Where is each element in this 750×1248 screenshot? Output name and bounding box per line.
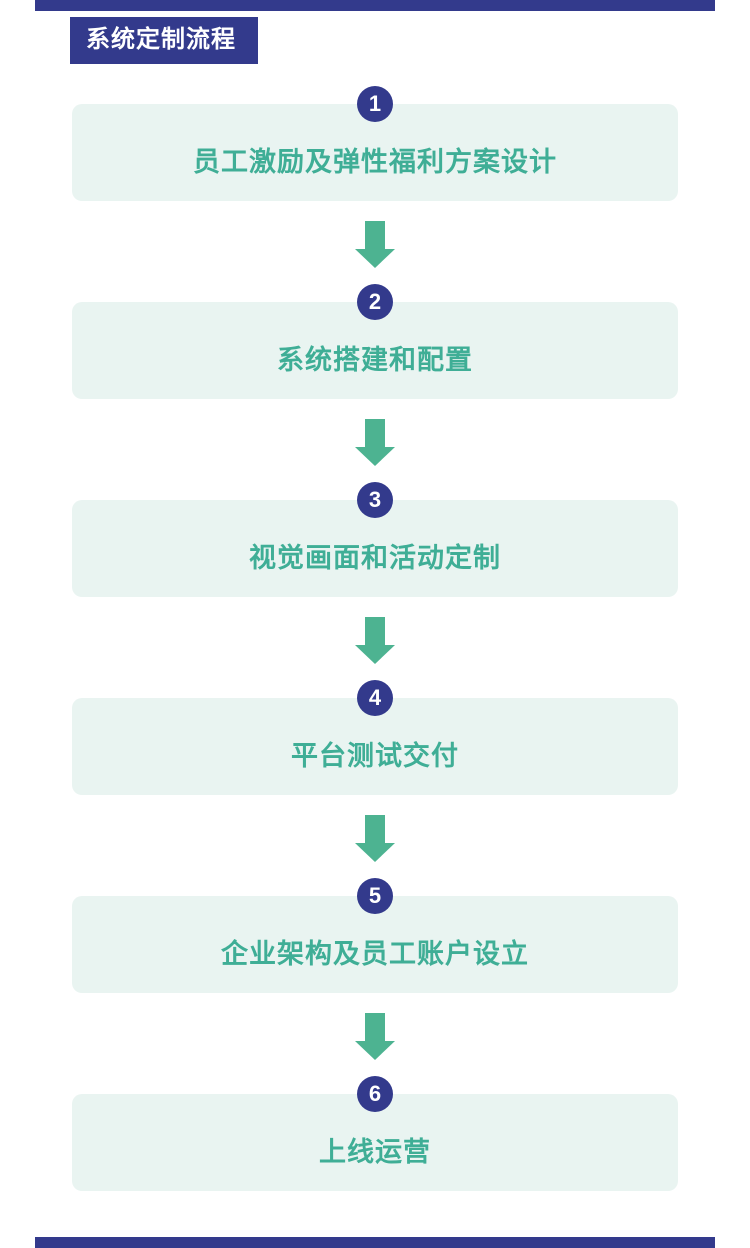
down-arrow-icon <box>355 1013 395 1060</box>
top-accent-bar <box>35 0 715 11</box>
flow-step-1: 1 员工激励及弹性福利方案设计 <box>72 86 678 201</box>
step-number-badge: 4 <box>357 680 393 716</box>
step-number-badge: 3 <box>357 482 393 518</box>
step-number-badge: 6 <box>357 1076 393 1112</box>
step-label: 平台测试交付 <box>291 741 459 771</box>
arrow-head <box>355 1041 395 1060</box>
arrow-stem <box>365 1013 385 1041</box>
arrow-stem <box>365 815 385 843</box>
down-arrow-icon <box>355 221 395 268</box>
flow-step-3: 3 视觉画面和活动定制 <box>72 482 678 597</box>
arrow-head <box>355 645 395 664</box>
step-number: 4 <box>368 685 382 710</box>
arrow-head <box>355 843 395 862</box>
step-number: 5 <box>368 883 382 908</box>
bottom-accent-bar <box>35 1237 715 1248</box>
section-title: 系统定制流程 <box>86 26 236 53</box>
down-arrow-icon <box>355 419 395 466</box>
step-label: 上线运营 <box>319 1137 431 1167</box>
flow-step-5: 5 企业架构及员工账户设立 <box>72 878 678 993</box>
step-label: 企业架构及员工账户设立 <box>221 939 529 969</box>
arrow-head <box>355 447 395 466</box>
arrow-stem <box>365 617 385 645</box>
flow-step-4: 4 平台测试交付 <box>72 680 678 795</box>
step-number: 1 <box>368 91 382 116</box>
step-label: 视觉画面和活动定制 <box>249 543 501 573</box>
step-number: 6 <box>368 1081 382 1106</box>
flow-step-6: 6 上线运营 <box>72 1076 678 1191</box>
process-flow: 1 员工激励及弹性福利方案设计 2 系统搭建和配置 3 <box>72 86 678 1191</box>
down-arrow-icon <box>355 815 395 862</box>
step-number-badge: 1 <box>357 86 393 122</box>
down-arrow-icon <box>355 617 395 664</box>
arrow-head <box>355 249 395 268</box>
step-number-badge: 5 <box>357 878 393 914</box>
step-card: 系统搭建和配置 <box>72 302 678 399</box>
step-label: 员工激励及弹性福利方案设计 <box>193 147 557 177</box>
section-title-tab: 系统定制流程 <box>70 17 258 64</box>
step-number: 3 <box>368 487 382 512</box>
arrow-stem <box>365 221 385 249</box>
step-number-badge: 2 <box>357 284 393 320</box>
flow-step-2: 2 系统搭建和配置 <box>72 284 678 399</box>
arrow-stem <box>365 419 385 447</box>
step-number: 2 <box>368 289 382 314</box>
step-label: 系统搭建和配置 <box>277 345 473 375</box>
step-card: 平台测试交付 <box>72 698 678 795</box>
